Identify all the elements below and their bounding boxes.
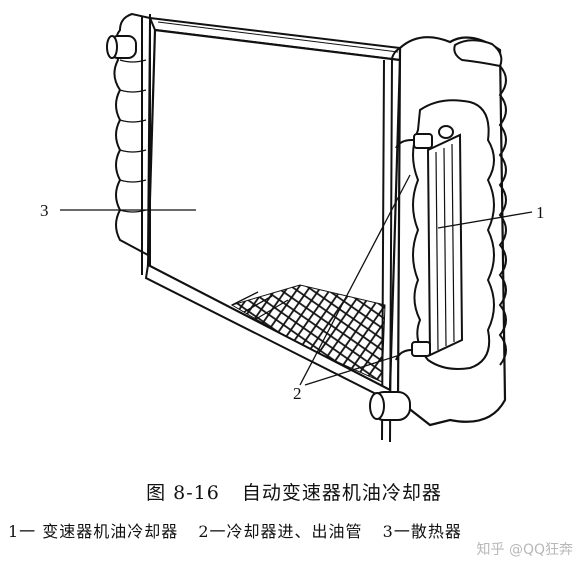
leader-1: [437, 211, 533, 229]
right-strap: [381, 57, 393, 443]
leader-2a: [299, 174, 411, 386]
left-strap: [141, 14, 151, 280]
callout-radiator: 3: [40, 201, 49, 220]
radiator-illustration: [60, 12, 533, 443]
figure-title: 自动变速器机油冷却器: [241, 482, 442, 504]
legend-item-3: 3一散热器: [382, 522, 462, 541]
legend-item-1: 1一 变速器机油冷却器: [8, 522, 179, 541]
callout-oil-lines: 2: [293, 384, 302, 403]
oil-inlet-line: [395, 139, 428, 149]
leader-2b: [304, 354, 401, 386]
watermark: 知乎 @QQ狂奔: [473, 538, 576, 560]
figure-number: 图 8-16: [146, 482, 220, 504]
callout-oil-cooler: 1: [536, 203, 545, 222]
figure-caption: 图 8-16 自动变速器机油冷却器: [0, 478, 588, 505]
legend-item-2: 2一冷却器进、出油管: [198, 522, 363, 541]
figure-legend: 1一 变速器机油冷却器 2一冷却器进、出油管 3一散热器: [8, 518, 583, 542]
